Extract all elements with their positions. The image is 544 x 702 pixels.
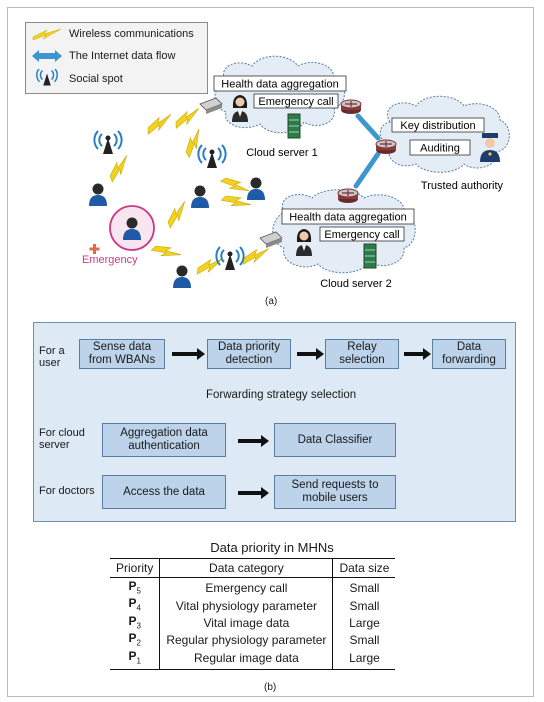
data-flow-arrow-2 xyxy=(353,151,381,189)
key-distribution-label: Key distribution xyxy=(400,120,475,132)
caption-b: (b) xyxy=(264,682,277,693)
step-sense-data: Sense data from WBANs xyxy=(79,339,165,369)
access-point-icon xyxy=(259,231,283,249)
step-data-forwarding: Data forwarding xyxy=(432,339,506,369)
wireless-link xyxy=(194,257,225,275)
wireless-link xyxy=(220,171,251,200)
social-spot-icon xyxy=(93,130,123,155)
wireless-link xyxy=(143,113,175,135)
legend-item-wireless: Wireless communications xyxy=(31,27,194,41)
cloud1-name: Cloud server 1 xyxy=(246,147,318,159)
user-icon xyxy=(247,177,265,200)
cloud2-emergency-label: Emergency call xyxy=(324,229,399,241)
social-spot-icon xyxy=(215,246,245,271)
social-spot-icon xyxy=(197,144,227,169)
user-icon xyxy=(89,183,107,206)
legend-wireless-label: Wireless communications xyxy=(69,28,194,40)
priority-table: Priority Data category Data size P5 Emer… xyxy=(110,558,396,670)
emergency-label: Emergency xyxy=(82,254,138,266)
caption-a: (a) xyxy=(265,296,278,307)
auditing-label: Auditing xyxy=(420,143,460,155)
server-icon xyxy=(287,113,301,139)
row-label-cloud-server: For cloud server xyxy=(39,427,85,451)
user-icon xyxy=(173,265,191,288)
size-cell: Small xyxy=(332,597,396,615)
arrow-icon xyxy=(172,348,205,360)
step-send-requests: Send requests to mobile users xyxy=(274,475,396,509)
step-priority-detection: Data priority detection xyxy=(207,339,291,369)
user-icon xyxy=(191,185,209,208)
table-row: P1 Regular image data Large xyxy=(110,649,396,670)
legend-item-social-spot: Social spot xyxy=(31,69,123,89)
legend-internet-label: The Internet data flow xyxy=(69,50,176,62)
step-data-classifier: Data Classifier xyxy=(274,423,396,457)
cloud1-aggregation-label: Health data aggregation xyxy=(221,79,338,91)
size-cell: Large xyxy=(332,614,396,633)
antenna-icon xyxy=(36,69,58,86)
double-arrow-icon xyxy=(32,50,62,62)
figure-frame xyxy=(7,7,534,697)
cloud1-emergency-label: Emergency call xyxy=(258,96,333,108)
legend-item-internet: The Internet data flow xyxy=(31,49,175,63)
priority-cell: P4 xyxy=(128,596,141,613)
size-cell: Small xyxy=(332,577,396,598)
wireless-link xyxy=(150,239,182,265)
size-cell: Small xyxy=(332,632,396,650)
router-icon xyxy=(337,188,359,204)
workflow-panel: For a user Sense data from WBANs Data pr… xyxy=(33,322,516,522)
wireless-link xyxy=(220,189,252,215)
server-icon xyxy=(363,243,377,269)
wireless-link xyxy=(171,107,203,129)
priority-cell: P1 xyxy=(110,649,160,670)
category-cell: Regular image data xyxy=(159,649,333,670)
legend-social-spot-label: Social spot xyxy=(69,73,123,85)
category-cell: Vital physiology parameter xyxy=(159,597,333,615)
emergency-cross-icon xyxy=(89,244,100,254)
size-cell: Large xyxy=(332,649,396,670)
table-row: P3 Vital image data Large xyxy=(110,613,396,633)
legend: Wireless communications The Internet dat… xyxy=(25,22,208,94)
wireless-link xyxy=(162,200,193,229)
cloud2-aggregation-label: Health data aggregation xyxy=(289,212,406,224)
priority-cell: P2 xyxy=(128,631,141,648)
lightning-icon xyxy=(32,28,62,41)
priority-cell: P5 xyxy=(128,579,141,596)
step-relay-selection: Relay selection xyxy=(325,339,399,369)
category-cell: Regular physiology parameter xyxy=(159,632,333,650)
arrow-icon xyxy=(238,435,269,447)
step-access-data: Access the data xyxy=(102,475,226,509)
arrow-icon xyxy=(404,348,431,360)
step-aggregation-authentication: Aggregation data authentication xyxy=(102,423,226,457)
router-icon xyxy=(340,99,362,115)
category-cell: Emergency call xyxy=(159,577,333,598)
row-label-user: For a user xyxy=(39,345,65,369)
table-title: Data priority in MHNs xyxy=(210,540,334,555)
arrow-icon xyxy=(297,348,324,360)
table-row: P2 Regular physiology parameter Small xyxy=(110,631,396,650)
header-category: Data category xyxy=(159,558,333,578)
officer-icon xyxy=(480,133,500,162)
header-size: Data size xyxy=(332,558,396,578)
table-row: P5 Emergency call Small xyxy=(110,577,396,598)
category-cell: Vital image data xyxy=(159,614,333,633)
network-diagram: Health data aggregation Emergency call C… xyxy=(82,55,510,290)
arrow-icon xyxy=(238,487,269,499)
wireless-link xyxy=(104,154,135,183)
access-point-icon xyxy=(199,97,223,115)
priority-cell: P3 xyxy=(128,613,141,631)
row-label-doctors: For doctors xyxy=(39,485,95,497)
wireless-link xyxy=(240,247,271,265)
cloud2-name: Cloud server 2 xyxy=(320,278,392,290)
router-icon xyxy=(375,139,397,155)
strategy-label: Forwarding strategy selection xyxy=(206,389,357,401)
data-flow-arrow-1 xyxy=(355,113,381,141)
header-priority: Priority xyxy=(110,558,160,578)
trusted-authority-name: Trusted authority xyxy=(421,180,504,192)
table-header-row: Priority Data category Data size xyxy=(110,558,396,578)
table-row: P4 Vital physiology parameter Small xyxy=(110,596,396,615)
